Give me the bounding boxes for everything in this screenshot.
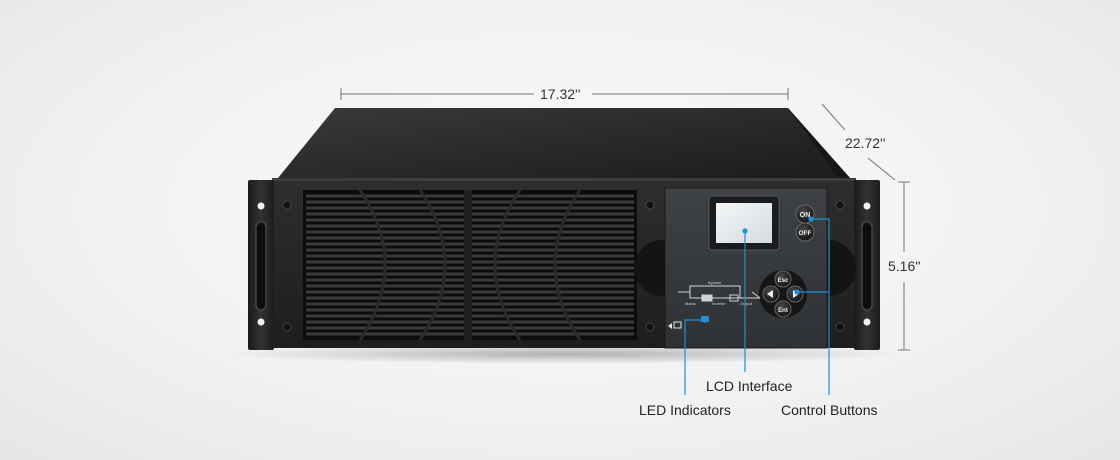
lcd-interface-label: LCD Interface xyxy=(706,378,793,394)
diagram-label-mains: Mains xyxy=(685,301,696,306)
flow-diagram xyxy=(678,285,761,302)
rack-ear-right xyxy=(854,180,880,350)
height-dimension-label: 5.16'' xyxy=(888,258,921,274)
callout-lines xyxy=(684,216,830,395)
svg-text:OFF: OFF xyxy=(799,230,812,237)
right-button[interactable] xyxy=(786,285,804,303)
dimension-width xyxy=(340,88,789,100)
esc-button[interactable]: Esc xyxy=(774,270,792,288)
diagram-label-bypass: Bypass xyxy=(708,280,721,285)
led-indicators-label: LED Indicators xyxy=(639,402,731,418)
dimension-depth xyxy=(821,103,896,181)
rack-ear-left xyxy=(248,180,274,350)
diagram-label-output: Output xyxy=(740,301,753,306)
svg-text:ON: ON xyxy=(800,212,811,219)
width-dimension-label: 17.32'' xyxy=(540,86,581,102)
control-buttons-label: Control Buttons xyxy=(781,402,878,418)
front-screws xyxy=(282,200,845,332)
left-button[interactable] xyxy=(762,285,780,303)
off-button[interactable]: OFF xyxy=(795,222,815,242)
chassis-top xyxy=(278,108,850,178)
chassis-side xyxy=(788,108,850,345)
vent-grille xyxy=(303,189,637,341)
diagram-label-inverter: Inverter xyxy=(712,301,726,306)
mute-icon[interactable] xyxy=(668,321,682,329)
depth-dimension-label: 22.72'' xyxy=(845,135,886,151)
ent-button[interactable]: Ent xyxy=(774,300,792,318)
dimension-height xyxy=(898,181,910,351)
nav-pad xyxy=(759,270,807,318)
lcd-interface xyxy=(708,195,780,251)
svg-text:Esc: Esc xyxy=(778,278,789,284)
svg-text:Ent: Ent xyxy=(778,308,788,314)
ground-shadow xyxy=(222,344,902,364)
left-arrow-icon xyxy=(767,290,773,298)
